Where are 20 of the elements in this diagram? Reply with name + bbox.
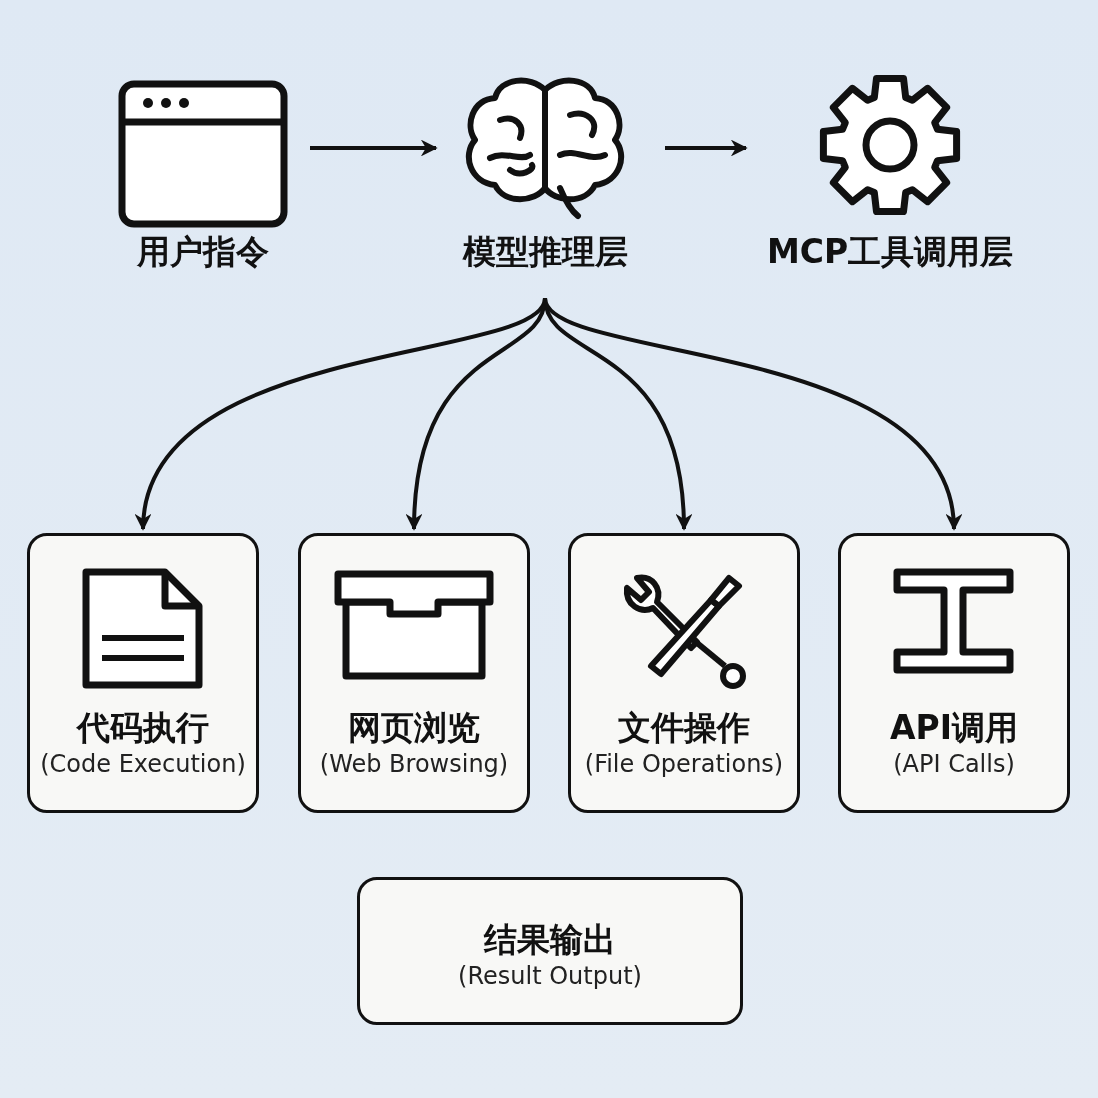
arrow [665, 139, 748, 157]
node-title: API调用 [890, 707, 1018, 749]
node-subtitle: (File Operations) [584, 750, 784, 778]
process-box [838, 533, 1070, 813]
process-box [357, 877, 743, 1025]
node-title: 模型推理层 [462, 231, 628, 273]
node-subtitle: (Result Output) [458, 962, 642, 990]
node-title: MCP工具调用层 [766, 231, 1014, 273]
process-box [298, 533, 530, 813]
node-subtitle: (Web Browsing) [319, 750, 509, 778]
node-title: 代码执行 [77, 707, 209, 749]
process-box [27, 533, 259, 813]
node-title: 用户指令 [136, 231, 269, 273]
arrow [310, 139, 438, 157]
node-subtitle: (Code Execution) [40, 750, 246, 778]
process-box [568, 533, 800, 813]
node-subtitle: (API Calls) [893, 750, 1015, 778]
node-title: 文件操作 [618, 707, 750, 749]
node-title: 结果输出 [484, 919, 616, 961]
node-title: 网页浏览 [348, 707, 480, 749]
